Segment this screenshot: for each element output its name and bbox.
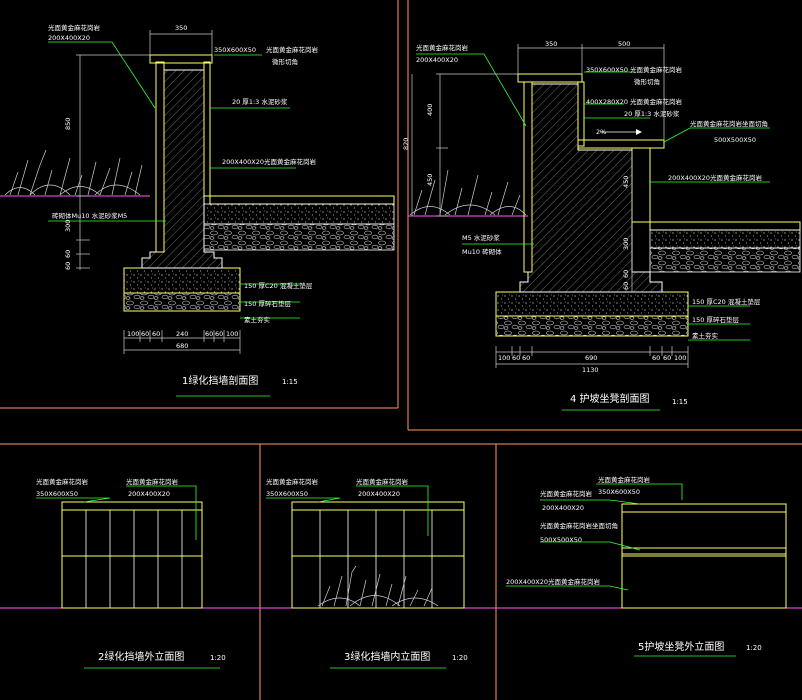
s1-title: 1绿化挡墙剖面图 — [182, 374, 258, 387]
s2-title: 2绿化挡墙外立面图 — [98, 650, 184, 663]
s1-top-slab: 350X600X50 — [214, 46, 256, 54]
s5-l4: 200X400X20光面黄金麻花岗岩 — [506, 577, 600, 586]
s4-h-dim-2: 60 — [522, 354, 530, 362]
s4-base1: 150 厚C20 混凝土垫层 — [692, 297, 761, 306]
s4-v-400: 400 — [426, 104, 434, 116]
s2-l1d: 350X600X50 — [36, 490, 78, 498]
s4-v-300: 300 — [622, 238, 630, 250]
s1-v-300: 300 — [64, 220, 72, 232]
s1-h-dim-2: 60 — [152, 330, 160, 338]
plant-symbol — [409, 169, 527, 216]
s3-l2: 光面黄金麻花岗岩 — [356, 477, 409, 486]
s2-l2: 光面黄金麻花岗岩 — [126, 477, 179, 486]
s1-top-slab-note2: 微形切角 — [272, 57, 298, 66]
s4-cap-dim: 200X400X20 — [416, 56, 458, 64]
s4-base3: 素土夯实 — [692, 331, 719, 340]
s1-v-850: 850 — [64, 118, 72, 130]
plant-symbol — [317, 565, 439, 607]
s4-title: 4 护坡坐凳剖面图 — [570, 392, 650, 405]
s4-scale: 1:15 — [672, 398, 688, 406]
s4-mortar: 20 厚1:3 水泥砂浆 — [624, 109, 680, 118]
s4-v-450: 450 — [426, 174, 434, 186]
s1-h-total: 680 — [176, 342, 188, 350]
s3-l1d: 350X600X50 — [266, 490, 308, 498]
section-1-retaining-wall: 光面黄金麻花岗岩 200X400X20 350 350X600X50 光面黄金麻… — [0, 23, 395, 397]
s4-2pct: 2% — [596, 128, 606, 136]
s1-brick: 砖砌体Mu10 水泥砂浆M5 — [52, 211, 127, 220]
s4-h-dim-6: 100 — [674, 354, 686, 362]
s1-h-dim-4: 60 — [205, 330, 213, 338]
s5-l2: 光面黄金麻花岗岩 — [540, 489, 593, 498]
s1-base2: 150 厚碎石垫层 — [244, 299, 291, 308]
s4-h-dim-0: 100 — [498, 354, 510, 362]
s4-h-dim-3: 690 — [585, 354, 597, 362]
s5-l3d: 500X500X50 — [540, 536, 582, 544]
s5-title: 5护坡坐凳外立面图 — [638, 640, 724, 653]
s4-h-dim-4: 60 — [652, 354, 660, 362]
s4-v-450b: 450 — [622, 176, 630, 188]
s1-dim-350: 350 — [175, 24, 187, 32]
s4-h-total: 1130 — [582, 366, 599, 374]
s5-l3: 光面黄金麻花岗岩坐面切角 — [540, 521, 618, 530]
section-3-inner-elevation: 光面黄金麻花岗岩 350X600X50 光面黄金麻花岗岩 200X400X20 … — [260, 477, 496, 669]
s4-m5: M5 水泥砂浆 — [462, 233, 500, 242]
s2-l1: 光面黄金麻花岗岩 — [36, 477, 89, 486]
s1-v-60a: 60 — [64, 250, 72, 258]
s3-title: 3绿化挡墙内立面图 — [344, 650, 430, 663]
s4-h-dim-5: 60 — [663, 354, 671, 362]
s1-h-dim-3: 240 — [176, 330, 188, 338]
s1-v-60b: 60 — [64, 262, 72, 270]
s1-h-dim-1: 60 — [141, 330, 149, 338]
s1-base3: 素土夯实 — [244, 315, 271, 324]
s4-mu10: Mu10 砖砌体 — [462, 247, 502, 256]
s4-dim-350: 350 — [545, 40, 557, 48]
s4-base2: 150 厚碎石垫层 — [692, 315, 739, 324]
section-5-seat-elevation: 光面黄金麻花岗岩 350X600X50 光面黄金麻花岗岩 200X400X20 … — [496, 475, 802, 657]
s4-seat-dim: 500X500X50 — [714, 136, 756, 144]
s4-v-820: 820 — [402, 138, 410, 150]
s4-seat: 光面黄金麻花岗岩坐面切角 — [690, 119, 768, 128]
s4-cap-note: 光面黄金麻花岗岩 — [416, 43, 469, 52]
s5-l1d: 350X600X50 — [598, 488, 640, 496]
s1-cap-dim: 200X400X20 — [48, 34, 90, 42]
s2-scale: 1:20 — [210, 654, 226, 662]
s4-v-60a: 60 — [622, 270, 630, 278]
s1-cap-note: 光面黄金麻花岗岩 — [48, 23, 101, 32]
s1-h-dim-5: 60 — [215, 330, 223, 338]
s3-l1: 光面黄金麻花岗岩 — [266, 477, 319, 486]
s4-400: 400X280X20 光面黄金麻花岗岩 — [586, 97, 683, 106]
s4-h-dim-1: 60 — [512, 354, 520, 362]
section-2-outer-elevation: 光面黄金麻花岗岩 350X600X50 光面黄金麻花岗岩 200X400X20 … — [0, 477, 260, 669]
s3-l2d: 200X400X20 — [358, 490, 400, 498]
s1-h-dim-6: 100 — [226, 330, 238, 338]
s5-l2d: 200X400X20 — [542, 504, 584, 512]
s1-mortar: 20 厚1:3 水泥砂浆 — [232, 97, 288, 106]
s1-base1: 150 厚C20 混凝土垫层 — [244, 281, 313, 290]
plant-symbol — [4, 149, 143, 196]
s4-top: 350X600X50 光面黄金麻花岗岩 — [586, 65, 683, 74]
s4-facing: 200X400X20光面黄金麻花岗岩 — [668, 173, 762, 182]
section-4-slope-seat: 光面黄金麻花岗岩 200X400X20 350 500 350X600X50 光… — [402, 40, 801, 411]
s5-l1: 光面黄金麻花岗岩 — [598, 475, 651, 484]
s4-top-note: 微形切角 — [634, 77, 660, 86]
s4-dim-500: 500 — [618, 40, 630, 48]
s1-scale: 1:15 — [282, 378, 298, 386]
s3-scale: 1:20 — [452, 654, 468, 662]
s2-l2d: 200X400X20 — [128, 490, 170, 498]
s1-h-dim-0: 100 — [127, 330, 139, 338]
s5-scale: 1:20 — [746, 644, 762, 652]
s4-v-60b: 60 — [622, 282, 630, 290]
s1-facing: 200X400X20光面黄金麻花岗岩 — [222, 157, 316, 166]
s1-top-slab-note: 光面黄金麻花岗岩 — [266, 45, 319, 54]
